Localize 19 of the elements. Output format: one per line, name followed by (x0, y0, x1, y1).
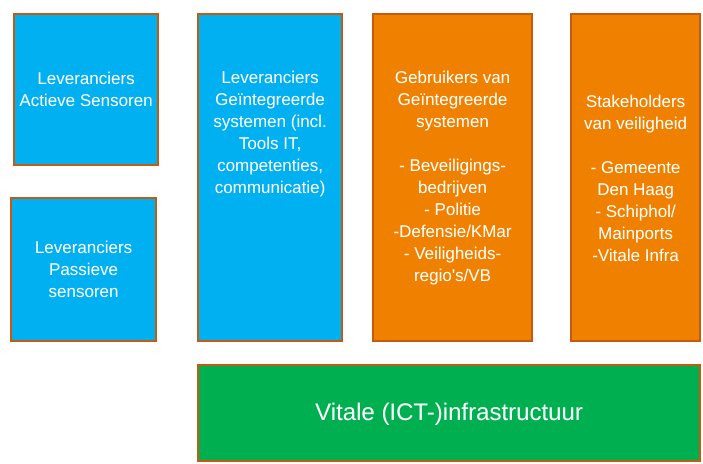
list-item: - Veiligheids- regio's/VB (402, 243, 502, 287)
category-box (10, 197, 157, 342)
category-box (197, 364, 701, 462)
box-heading: Stakeholders van veiligheid (582, 91, 688, 135)
box-heading: Leveranciers Geïntegreerde systemen (incl. Tools IT, competenties, communicatie) (212, 67, 328, 199)
box-heading: Leveranciers Passieve sensoren (34, 236, 134, 302)
box-heading: Vitale (ICT-)infrastructuur (315, 398, 583, 428)
category-box (372, 13, 533, 342)
box-heading: Leveranciers Actieve Sensoren (19, 68, 153, 112)
list-item: - Gemeente Den Haag (590, 157, 682, 201)
box-heading: Gebruikers van Geïntegreerde systemen (394, 67, 512, 133)
category-box (197, 13, 343, 342)
list-item: - Politie (424, 199, 481, 221)
list-item: - Beveiligings- bedrijven (398, 155, 507, 199)
list-item: -Defensie/KMar (393, 221, 512, 243)
list-item: -Vitale Infra (592, 245, 679, 267)
category-box (13, 13, 159, 166)
category-box (570, 13, 701, 342)
list-item: - Schiphol/ Mainports (594, 201, 677, 245)
